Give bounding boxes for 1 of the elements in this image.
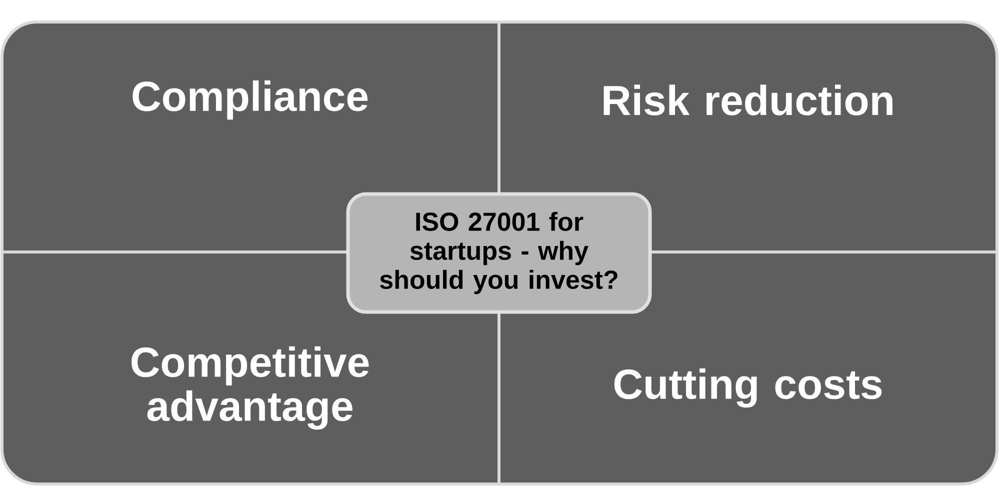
center-box: ISO 27001 for startups - why should you invest? — [346, 192, 652, 314]
